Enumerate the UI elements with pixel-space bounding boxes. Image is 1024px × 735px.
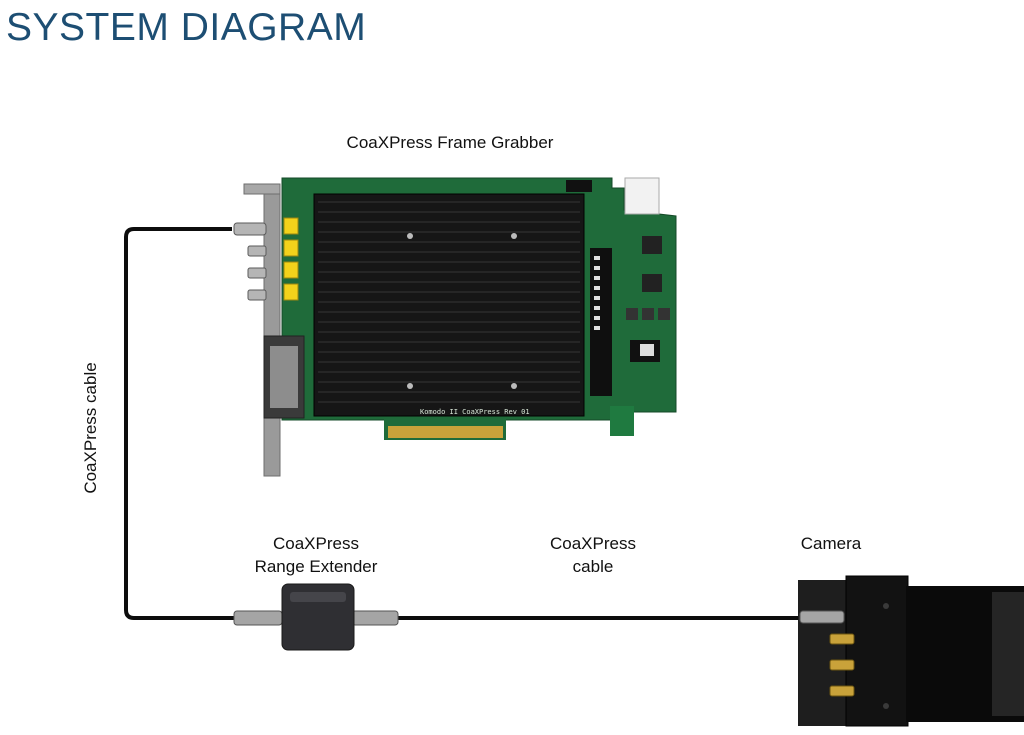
range-extender xyxy=(233,583,399,651)
camera xyxy=(798,575,1024,727)
gold-contacts xyxy=(388,426,503,438)
range-extender-label: CoaXPress Range Extender xyxy=(236,532,396,578)
range-extender-label-line1: CoaXPress xyxy=(273,534,359,553)
horizontal-cable-label: CoaXPress cable xyxy=(528,532,658,578)
frame-grabber-label: CoaXPress Frame Grabber xyxy=(346,133,554,152)
board-print: Komodo II CoaXPress Rev 01 xyxy=(420,408,530,416)
camera-label: Camera xyxy=(800,534,862,553)
power-connector xyxy=(624,177,660,215)
camera-rear-plate xyxy=(798,580,848,726)
page-title: SYSTEM DIAGRAM xyxy=(6,6,367,49)
coax-ports xyxy=(283,217,299,301)
range-extender-label-line2: Range Extender xyxy=(254,557,378,576)
heatsink xyxy=(313,193,585,417)
vertical-coaxpress-cable xyxy=(124,227,244,620)
camera-gold-connectors xyxy=(829,633,855,697)
horizontal-cable-label-line2: cable xyxy=(572,557,614,576)
camera-body xyxy=(845,575,909,727)
frame-grabber-card: Komodo II CoaXPress Rev 01 xyxy=(233,177,677,477)
horizontal-cable-label-line1: CoaXPress xyxy=(550,534,636,553)
